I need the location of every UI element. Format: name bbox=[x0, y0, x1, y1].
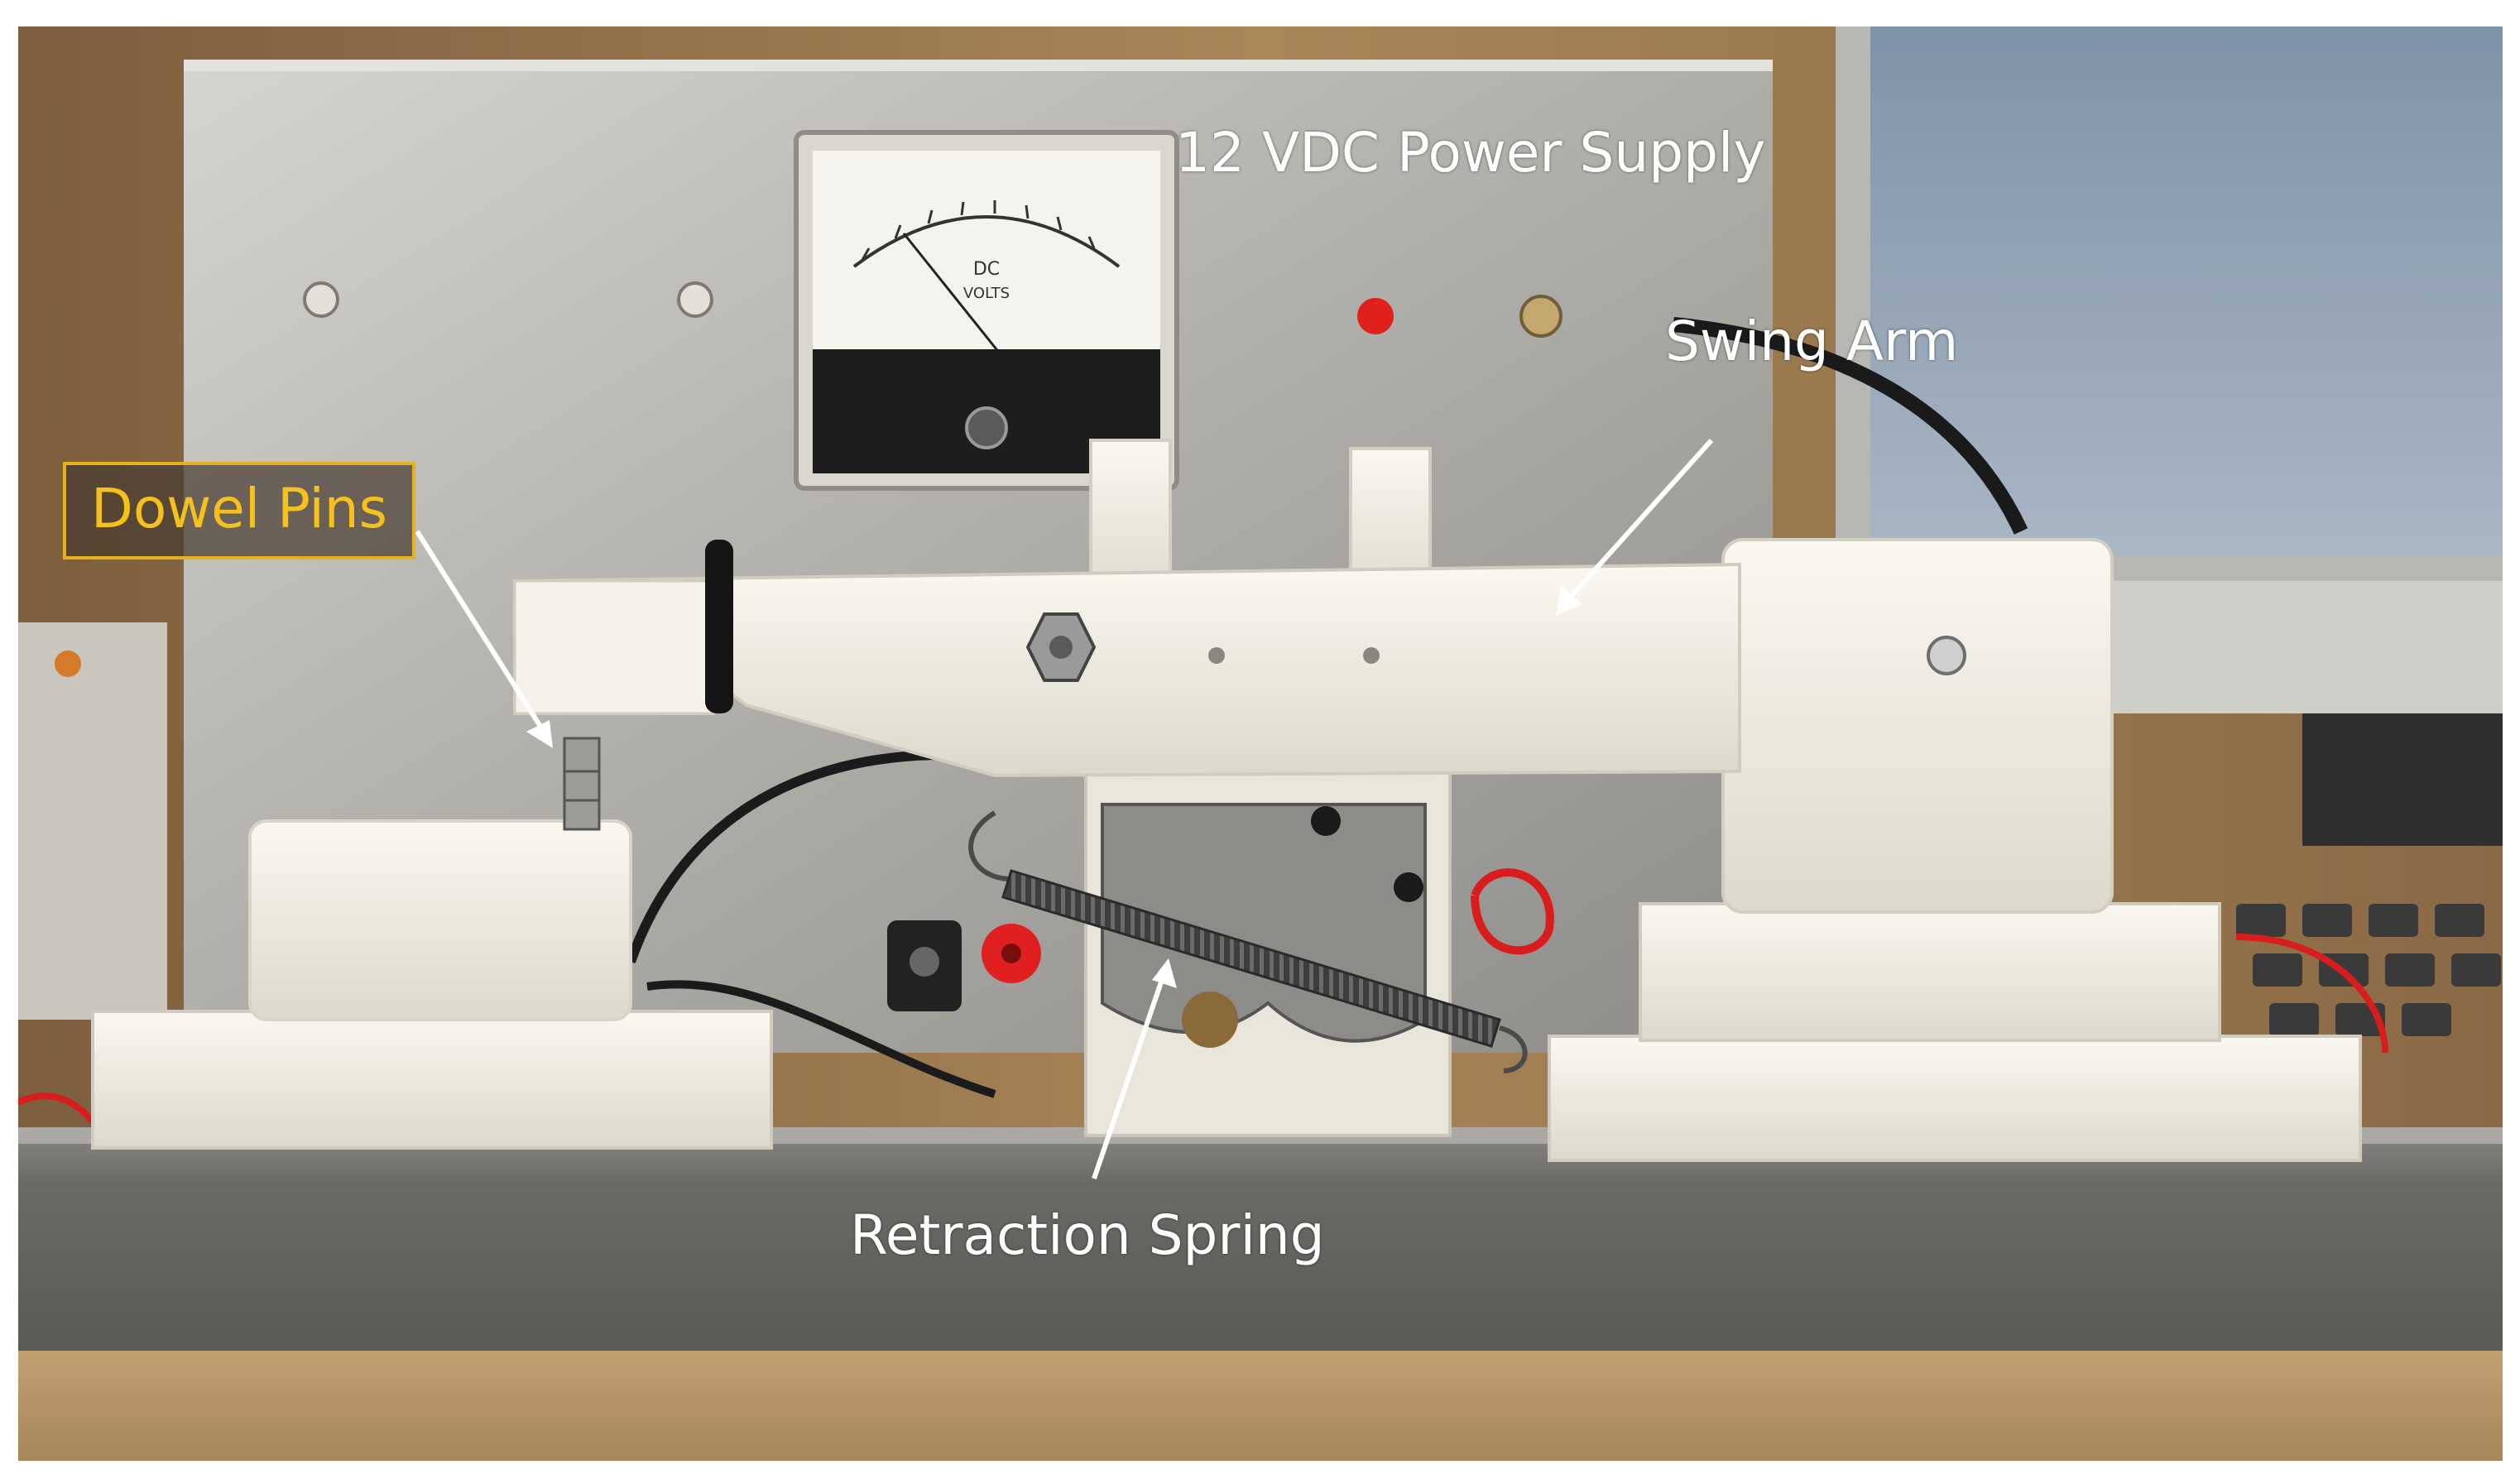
panel-screw bbox=[303, 281, 339, 318]
volt-meter: DC VOLTS bbox=[794, 130, 1179, 491]
label-swing-arm: Swing Arm bbox=[1665, 310, 1959, 373]
red-indicator-led bbox=[1357, 298, 1394, 334]
retraction-spring bbox=[968, 810, 1528, 1073]
panel-screw bbox=[677, 281, 713, 318]
left-nylon-base bbox=[91, 1010, 773, 1150]
panel-screw bbox=[1519, 295, 1562, 338]
meter-label-volts: VOLTS bbox=[963, 285, 1010, 302]
left-stop-block bbox=[248, 819, 632, 1021]
label-retraction-spring: Retraction Spring bbox=[850, 1203, 1325, 1267]
meter-label-dc: DC bbox=[973, 259, 1000, 280]
right-nylon-base bbox=[1548, 1035, 2362, 1162]
apparatus-photo: DC VOLTS bbox=[18, 26, 2503, 1461]
arrow-dowel-pins bbox=[415, 530, 550, 740]
arrow-swing-arm bbox=[1560, 438, 1714, 608]
base-plate bbox=[18, 1127, 2503, 1351]
pivot-block bbox=[1721, 538, 2114, 914]
swing-arm bbox=[513, 540, 1741, 778]
arrow-retraction-spring bbox=[1092, 969, 1168, 1179]
label-dowel-pins: Dowel Pins bbox=[63, 462, 416, 559]
dowel-pin bbox=[563, 737, 601, 831]
label-power-supply: 12 VDC Power Supply bbox=[1175, 121, 1766, 185]
